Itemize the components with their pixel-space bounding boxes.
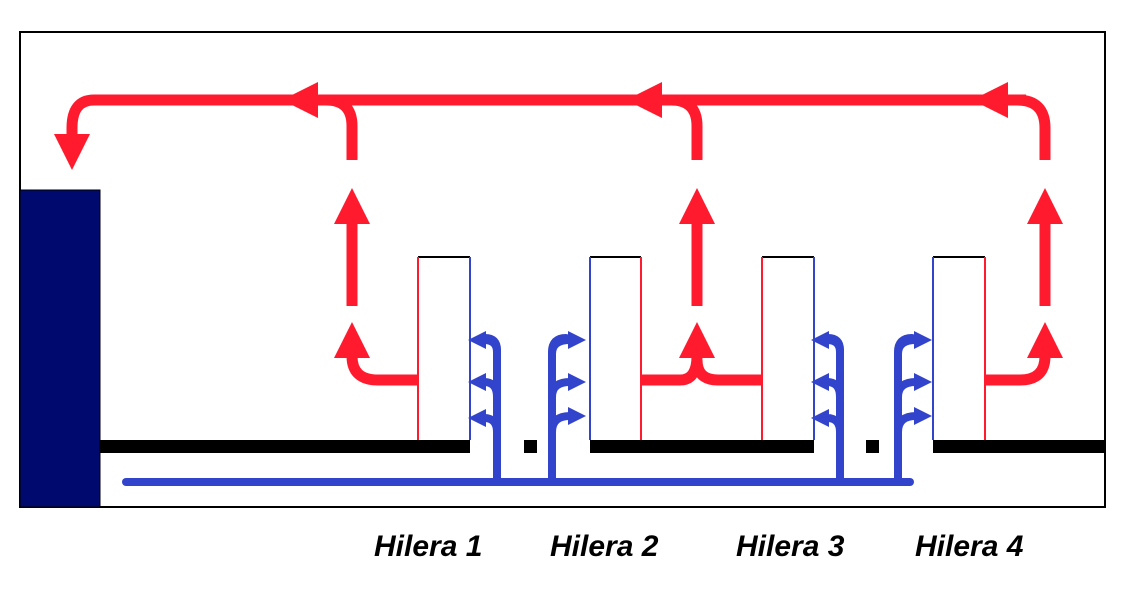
floor-tile	[866, 440, 879, 453]
hot-air-to-duct	[670, 94, 703, 160]
hot-air-exhaust	[334, 322, 418, 386]
cold-air-riser	[824, 334, 844, 486]
cold-air-arrow	[894, 407, 932, 436]
floor-segment	[933, 440, 1105, 453]
floor-tile	[524, 440, 537, 453]
cold-aisle-1	[468, 331, 586, 486]
row-label-4: Hilera 4	[915, 530, 1024, 563]
hot-air-exhaust	[641, 322, 715, 386]
hot-air-return-duct	[54, 94, 1051, 170]
rack-2	[589, 256, 642, 440]
cold-air-arrow	[548, 331, 586, 358]
cold-air-arrow	[811, 373, 844, 401]
row-label-1: Hilera 1	[374, 530, 483, 563]
rack-1	[417, 256, 471, 440]
hot-air-to-duct	[325, 94, 358, 160]
cold-aisle-2	[811, 331, 932, 486]
cold-air-riser	[548, 334, 570, 486]
cold-air-riser	[894, 334, 916, 486]
rack-4	[932, 256, 986, 440]
raised-floor	[100, 440, 1105, 453]
cold-air-arrow	[468, 331, 501, 356]
row-label-3: Hilera 3	[736, 530, 845, 563]
cold-air-arrow	[548, 373, 586, 401]
rack-3	[761, 256, 815, 440]
cold-air-arrow	[894, 331, 932, 358]
cooling-unit	[19, 189, 101, 508]
cold-air-arrow	[811, 331, 844, 356]
floor-segment	[100, 440, 470, 453]
cold-air-arrow	[811, 409, 844, 436]
cold-air-riser	[481, 334, 501, 486]
hot-air-exhaust	[691, 359, 762, 386]
hot-air-exhaust	[985, 322, 1063, 386]
cold-air-arrow	[468, 373, 501, 401]
cold-air-arrow	[548, 407, 586, 436]
cold-air-arrow	[468, 409, 501, 436]
floor-segment	[590, 440, 814, 453]
cold-air-arrow	[894, 373, 932, 401]
row-label-2: Hilera 2	[550, 530, 659, 563]
